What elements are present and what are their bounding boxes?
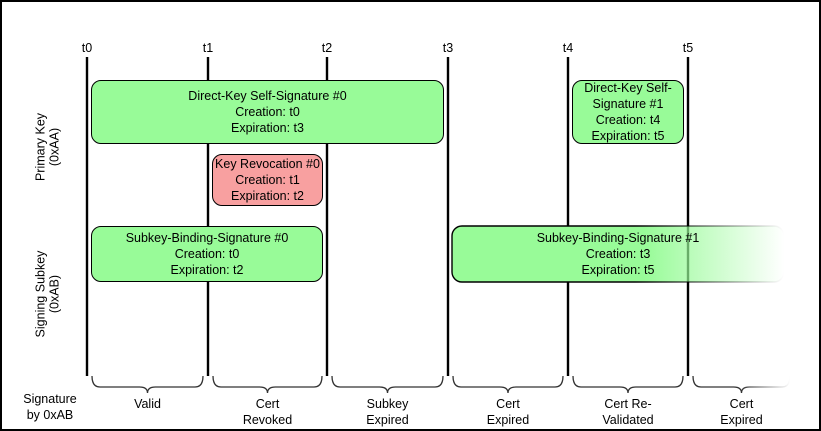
direct-key-self-signature-1-creation: Creation: t4 [595, 113, 661, 127]
footer-label-cert-revalidated: Cert Re-Validated [602, 397, 653, 428]
footer-label-line1: Cert [496, 397, 520, 411]
tick-label-t4: t4 [562, 41, 574, 55]
direct-key-self-signature-1[interactable]: Direct-Key Self-Signature #1 Creation: t4… [572, 80, 684, 144]
subkey-binding-signature-0-expiration: Expiration: t2 [170, 263, 244, 278]
row-label-primary-key: Primary Key(0xAA) [34, 113, 63, 181]
direct-key-self-signature-1-title: Direct-Key Self- [584, 80, 672, 95]
footer-label-line2: Expired [366, 412, 409, 427]
footer-label-line2: Expired [486, 412, 530, 427]
brace-cert-revoked [212, 375, 323, 394]
footer-label-line2: Revoked [242, 412, 293, 427]
subkey-binding-signature-1-title: Subkey-Binding-Signature #1 [536, 230, 700, 245]
footer-label-line1: Cert [729, 397, 754, 411]
footer-label-line2: Validated [602, 412, 654, 427]
brace-cert-expired-2 [692, 375, 791, 394]
subkey-binding-signature-0-title: Subkey-Binding-Signature #0 [125, 230, 289, 245]
footer-label-line1: Subkey [366, 397, 409, 411]
key-revocation-0-expiration: Expiration: t2 [231, 189, 304, 204]
row-label-signing-subkey: Signing Subkey(0xAB) [34, 251, 63, 338]
direct-key-self-signature-0-creation: Creation: t0 [235, 104, 300, 119]
direct-key-self-signature-0-expiration: Expiration: t3 [231, 121, 304, 136]
subkey-binding-signature-1-creation: Creation: t3 [585, 246, 651, 261]
footer-label-line1: Valid [134, 397, 161, 411]
tick-label-t0: t0 [81, 41, 93, 55]
tick-label-t5: t5 [682, 41, 694, 55]
brace-valid [91, 375, 204, 394]
footer-label-valid: Valid [134, 397, 161, 413]
row-label-line2: (0xAB) [48, 274, 62, 314]
footer-caption: Signature by 0xAB [23, 392, 77, 423]
footer-label-line2: Expired [720, 412, 763, 427]
subkey-binding-signature-0-creation: Creation: t0 [174, 246, 240, 261]
row-label-line1: Primary Key [33, 112, 48, 182]
direct-key-self-signature-1-title2: Signature #1 [592, 96, 664, 111]
key-revocation-0-creation: Creation: t1 [235, 172, 300, 187]
footer-caption-line2: by 0xAB [26, 407, 74, 422]
row-label-line1: Signing Subkey [33, 250, 48, 338]
direct-key-self-signature-0-title: Direct-Key Self-Signature #0 [188, 88, 347, 103]
brace-cert-revalidated [572, 375, 684, 394]
tick-label-t2: t2 [321, 41, 333, 55]
tick-label-t1: t1 [202, 41, 214, 55]
subkey-binding-signature-1-shape [451, 225, 785, 283]
tick-label-t3: t3 [442, 41, 454, 55]
footer-label-line1: Cert [255, 397, 280, 411]
key-revocation-0-title: Key Revocation #0 [215, 156, 320, 171]
brace-cert-expired-1 [452, 375, 564, 394]
direct-key-self-signature-1-expiration: Expiration: t5 [591, 129, 665, 144]
row-label-line2: (0xAA) [48, 127, 62, 167]
brace-layer [91, 375, 791, 394]
footer-caption-line1: Signature [23, 392, 77, 406]
footer-label-line1: Cert Re- [604, 397, 652, 411]
subkey-binding-signature-1-expiration: Expiration: t5 [581, 263, 655, 278]
brace-subkey-expired [331, 375, 444, 394]
fade-box-layer [451, 225, 785, 283]
